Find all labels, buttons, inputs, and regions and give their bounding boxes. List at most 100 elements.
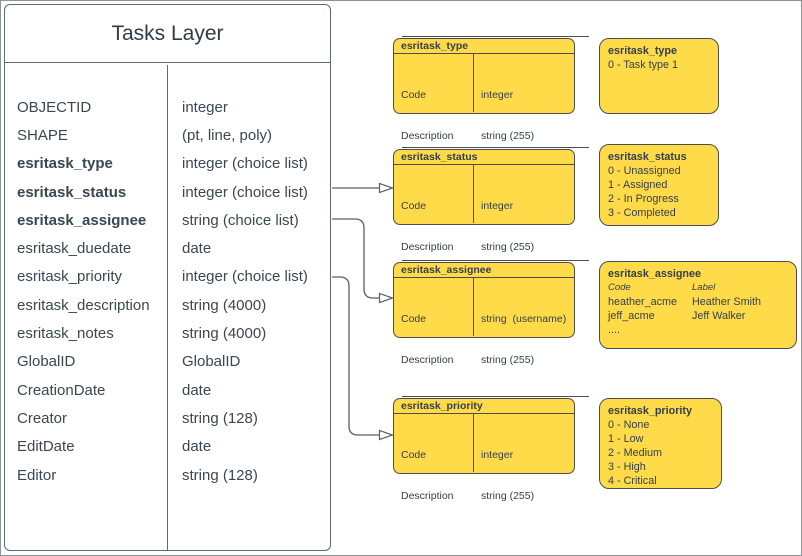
domain-table-esritask-assignee: esritask_assignee Code Description strin… — [393, 259, 589, 366]
value-list-title: esritask_type — [608, 45, 678, 57]
value-item: 4 - Critical — [608, 475, 657, 487]
column-header-label: Label — [692, 282, 716, 293]
assignee-code: heather_acme — [608, 296, 678, 308]
field-type: string (username) — [481, 313, 567, 325]
field-name: OBJECTID — [17, 98, 92, 116]
field-name: esritask_notes — [17, 325, 114, 343]
field-name: esritask_type — [17, 155, 113, 173]
tasks-layer-field-list: OBJECTID integer SHAPE (pt, line, poly) es… — [5, 65, 330, 550]
domain-table-title: esritask_status — [394, 150, 574, 165]
field-name: EditDate — [17, 438, 75, 456]
value-item: 0 - None — [608, 419, 650, 431]
connector-assignee-arrowhead — [378, 292, 395, 304]
field-type: string (choice list) — [182, 211, 299, 229]
field-name: Code — [401, 200, 427, 212]
field-type: string (255) — [481, 353, 535, 366]
tasks-layer-column-divider — [167, 65, 168, 550]
connector-assignee-line — [332, 218, 379, 299]
tasks-layer-table: Tasks Layer OBJECTID integer SHAPE (pt, li… — [4, 4, 331, 551]
column-header-code: Code — [608, 282, 631, 293]
value-item: 1 - Low — [608, 433, 644, 445]
field-name: CreationDate — [17, 381, 106, 399]
value-list-esritask-assignee: esritask_assignee Code Label heather_acm… — [599, 261, 797, 349]
connector-status-arrowhead — [378, 182, 395, 194]
domain-table-title: esritask_assignee — [394, 263, 574, 278]
table-row: esritask_type integer (choice list) — [5, 150, 330, 178]
field-name: Code — [401, 313, 427, 325]
field-type: integer (choice list) — [182, 155, 308, 173]
field-name: Code — [401, 449, 427, 461]
value-list-title: esritask_priority — [608, 405, 693, 417]
table-row: GlobalID GlobalID — [5, 348, 330, 376]
value-list-esritask-type: esritask_type 0 - Task type 1 — [599, 38, 719, 114]
field-name: Editor — [17, 466, 57, 484]
field-type: integer (choice list) — [182, 268, 308, 286]
field-type: integer — [182, 98, 228, 116]
field-type: date — [182, 381, 212, 399]
value-item: 0 - Task type 1 — [608, 59, 679, 71]
box-top-overhang-line — [402, 395, 589, 397]
connector-priority-arrowhead — [378, 429, 395, 441]
field-name: esritask_status — [17, 183, 127, 201]
field-name: GlobalID — [17, 353, 76, 371]
value-item: 3 - Completed — [608, 207, 676, 219]
value-item: 0 - Unassigned — [608, 165, 681, 177]
table-row: esritask_notes string (4000) — [5, 319, 330, 347]
value-item-ellipsis: .... — [608, 324, 620, 336]
field-type: integer — [481, 89, 514, 101]
field-name: Description — [401, 353, 454, 366]
field-type: string (4000) — [182, 296, 267, 314]
field-name: Description — [401, 129, 454, 142]
table-row: OBJECTID integer — [5, 93, 330, 121]
field-type: (pt, line, poly) — [182, 126, 273, 144]
tasks-layer-title: Tasks Layer — [5, 5, 330, 63]
assignee-code: jeff_acme — [608, 310, 655, 322]
domain-table-esritask-priority: esritask_priority Code Description integ… — [393, 395, 589, 502]
field-name: esritask_duedate — [17, 240, 132, 258]
field-type: string (255) — [481, 489, 535, 502]
field-type: integer — [481, 200, 514, 212]
field-name: Description — [401, 489, 454, 502]
table-row: esritask_duedate date — [5, 234, 330, 262]
field-type: GlobalID — [182, 353, 241, 371]
table-row: esritask_assignee string (choice list) — [5, 206, 330, 234]
domain-table-esritask-status: esritask_status Code Description integer… — [393, 146, 589, 253]
table-row: esritask_priority integer (choice list) — [5, 263, 330, 291]
field-type: integer — [481, 449, 514, 461]
assignee-label: Jeff Walker — [692, 310, 746, 322]
field-name: esritask_description — [17, 296, 150, 314]
value-item: 2 - In Progress — [608, 193, 679, 205]
field-name: esritask_assignee — [17, 211, 147, 229]
table-row: CreationDate date — [5, 376, 330, 404]
field-type: integer (choice list) — [182, 183, 308, 201]
table-row: esritask_description string (4000) — [5, 291, 330, 319]
field-type: string (128) — [182, 466, 258, 484]
table-row: esritask_status integer (choice list) — [5, 178, 330, 206]
field-type: string (128) — [182, 409, 258, 427]
field-type: string (255) — [481, 129, 535, 142]
field-type: string (4000) — [182, 325, 267, 343]
table-row: Editor string (128) — [5, 461, 330, 489]
field-type: date — [182, 240, 212, 258]
box-top-overhang-line — [402, 146, 589, 148]
box-top-overhang-line — [402, 35, 589, 37]
value-list-title: esritask_status — [608, 151, 687, 163]
assignee-label: Heather Smith — [692, 296, 762, 308]
value-list-esritask-priority: esritask_priority 0 - None 1 - Low 2 - M… — [599, 398, 722, 489]
domain-table-title: esritask_type — [394, 39, 574, 54]
value-item: 3 - High — [608, 461, 646, 473]
box-top-overhang-line — [402, 259, 589, 261]
value-item: 2 - Medium — [608, 447, 663, 459]
value-list-esritask-status: esritask_status 0 - Unassigned 1 - Assig… — [599, 144, 719, 226]
domain-table-title: esritask_priority — [394, 399, 574, 414]
table-row: EditDate date — [5, 433, 330, 461]
field-type: string (255) — [481, 240, 535, 253]
field-type: date — [182, 438, 212, 456]
domain-table-esritask-type: esritask_type Code Description integer s… — [393, 35, 589, 142]
field-name: esritask_priority — [17, 268, 123, 286]
table-row: SHAPE (pt, line, poly) — [5, 121, 330, 149]
field-name: Description — [401, 240, 454, 253]
field-name: SHAPE — [17, 126, 68, 144]
